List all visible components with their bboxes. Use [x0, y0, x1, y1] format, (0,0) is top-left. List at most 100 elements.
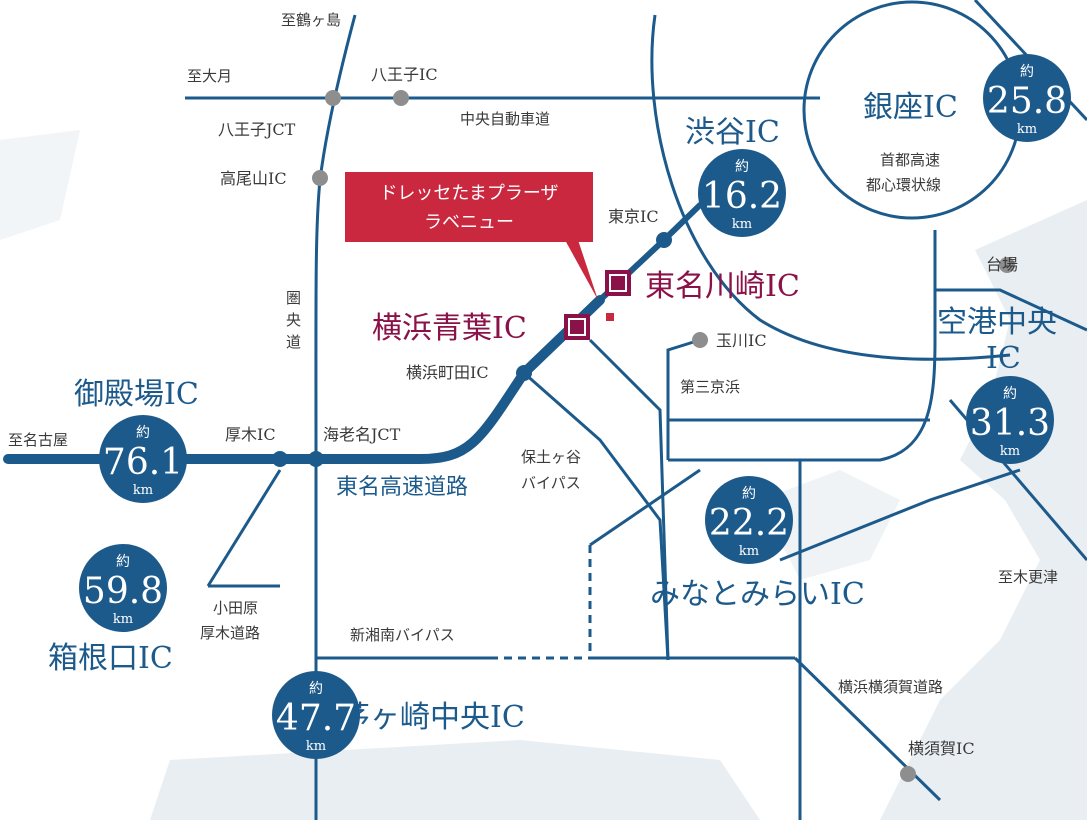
svg-text:約: 約 [1020, 64, 1034, 80]
label-yokosuka-ic: 横須賀IC [908, 739, 975, 758]
road-yokohama-yokosuka [793, 656, 942, 802]
svg-text:km: km [113, 612, 133, 627]
label-ken-o-3: 道 [286, 333, 301, 351]
svg-text:km: km [1000, 444, 1020, 459]
road-to-daiba [935, 288, 1087, 332]
svg-text:km: km [1017, 122, 1037, 137]
road-network [185, 0, 1087, 820]
hachioji-jct-dot [325, 90, 341, 106]
svg-text:約: 約 [735, 159, 749, 175]
badge-minatomirai: 約 22.2 km [705, 476, 793, 564]
label-chuo-expwy: 中央自動車道 [460, 110, 550, 128]
callout-box [345, 172, 593, 242]
badge-minatomirai-value: 22.2 [709, 503, 789, 544]
label-chigasaki-ic: 茅ヶ崎中央IC [340, 700, 525, 735]
takaosan-ic-dot [312, 170, 328, 186]
svg-text:km: km [306, 739, 326, 754]
svg-text:km: km [739, 544, 759, 559]
road-odawara-atsugi [206, 469, 282, 587]
label-nagoya: 至名古屋 [8, 431, 68, 449]
label-tokyo-ic: 東京IC [608, 207, 659, 226]
road-hodogaya-bypass [523, 371, 670, 661]
badge-ginza-value: 25.8 [987, 81, 1067, 122]
badge-shibuya-value: 16.2 [702, 176, 782, 217]
label-takaosan-ic: 高尾山IC [220, 169, 287, 188]
daiba-dot [999, 257, 1015, 273]
label-ken-o-1: 圏 [286, 289, 301, 307]
label-gotemba-ic: 御殿場IC [74, 377, 199, 412]
badge-ginza: 約 25.8 km [983, 54, 1071, 142]
tamagawa-ic-dot [692, 332, 708, 348]
ebina-jct-dot [308, 451, 324, 467]
badge-shibuya: 約 16.2 km [698, 149, 786, 237]
callout-line2: ラベニュー [424, 212, 514, 233]
yokosuka-ic-dot [900, 766, 916, 782]
atsugi-ic-dot [272, 451, 288, 467]
tokyo-ic-dot [656, 232, 672, 248]
badge-hakoneguchi-value: 59.8 [83, 571, 163, 612]
label-hakoneguchi-ic: 箱根口IC [48, 641, 173, 676]
site-markers [564, 270, 631, 340]
label-daiba: 台場 [986, 255, 1018, 274]
badge-gotemba-value: 76.1 [103, 442, 183, 483]
property-callout: ドレッセたまプラーザ ラベニュー [345, 172, 598, 300]
property-location-dot [606, 313, 614, 321]
label-kuko-1: 空港中央 [937, 305, 1057, 340]
label-tomei-expwy: 東名高速道路 [336, 475, 468, 500]
badge-kuko-value: 31.3 [970, 403, 1050, 444]
label-shinshonan: 新湘南バイパス [350, 626, 455, 644]
svg-text:約: 約 [136, 425, 150, 441]
badge-kuko: 約 31.3 km [966, 376, 1054, 464]
label-tomei-kawasaki-ic: 東名川崎IC [645, 269, 800, 304]
road-to-airport [779, 468, 1021, 562]
svg-text:km: km [732, 217, 752, 232]
small-labels: 至鶴ヶ島 至大月 八王子IC 八王子JCT 中央自動車道 高尾山IC 圏 央 道… [8, 11, 1058, 758]
yokohama-aoba-marker [564, 314, 590, 340]
yokohamamachida-ic-dot [516, 365, 532, 381]
road-wangan [668, 230, 937, 462]
label-hachioji-jct: 八王子JCT [218, 120, 296, 139]
svg-text:約: 約 [742, 486, 756, 502]
label-odawara-1: 小田原 [213, 599, 258, 617]
label-daisan-keihin: 第三京浜 [680, 378, 740, 396]
svg-text:約: 約 [1003, 386, 1017, 402]
road-ken-o-do [314, 14, 357, 820]
label-kuko-2: IC [986, 341, 1021, 376]
tomei-expressway [3, 202, 703, 464]
road-aoba-south [588, 338, 670, 661]
label-yokohama-aoba-ic: 横浜青葉IC [372, 311, 527, 346]
label-ootsuki: 至大月 [187, 67, 232, 85]
destination-labels: 渋谷IC 銀座IC 御殿場IC 箱根口IC 茅ヶ崎中央IC みなとみらいIC 空… [48, 90, 1057, 735]
label-ebina-jct: 海老名JCT [323, 425, 401, 444]
road-daisan-keihin [666, 338, 701, 460]
label-ken-o-2: 央 [286, 311, 301, 329]
tomei-kawasaki-marker [605, 270, 631, 296]
label-minatomirai-ic: みなとみらいIC [650, 577, 865, 612]
badge-chigasaki: 約 47.7 km [272, 671, 360, 759]
svg-text:km: km [133, 483, 153, 498]
label-shuto-2: 都心環状線 [866, 176, 941, 194]
label-ginza-ic: 銀座IC [863, 90, 958, 125]
badge-chigasaki-value: 47.7 [276, 698, 356, 739]
label-yokohama-yokosuka: 横浜横須賀道路 [838, 678, 943, 696]
label-atsugi-ic: 厚木IC [225, 425, 276, 444]
label-tsurugashima: 至鶴ヶ島 [281, 11, 341, 29]
label-kisarazu: 至木更津 [998, 568, 1058, 586]
label-tamagawa-ic: 玉川IC [716, 331, 767, 350]
label-hachioji-ic: 八王子IC [371, 65, 438, 84]
badge-hakoneguchi: 約 59.8 km [79, 544, 167, 632]
hachioji-ic-dot [393, 90, 409, 106]
callout-line1: ドレッセたまプラーザ [379, 183, 558, 204]
badge-gotemba: 約 76.1 km [99, 415, 187, 503]
road-connector-north [589, 468, 701, 547]
label-hodogaya-1: 保土ヶ谷 [521, 448, 581, 466]
interchange-dots [272, 90, 1015, 782]
label-shuto-1: 首都高速 [880, 151, 940, 169]
road-c2-arc [650, 14, 1011, 361]
label-odawara-2: 厚木道路 [200, 624, 260, 642]
svg-text:約: 約 [116, 554, 130, 570]
svg-text:約: 約 [309, 681, 323, 697]
label-shibuya-ic: 渋谷IC [685, 115, 780, 150]
